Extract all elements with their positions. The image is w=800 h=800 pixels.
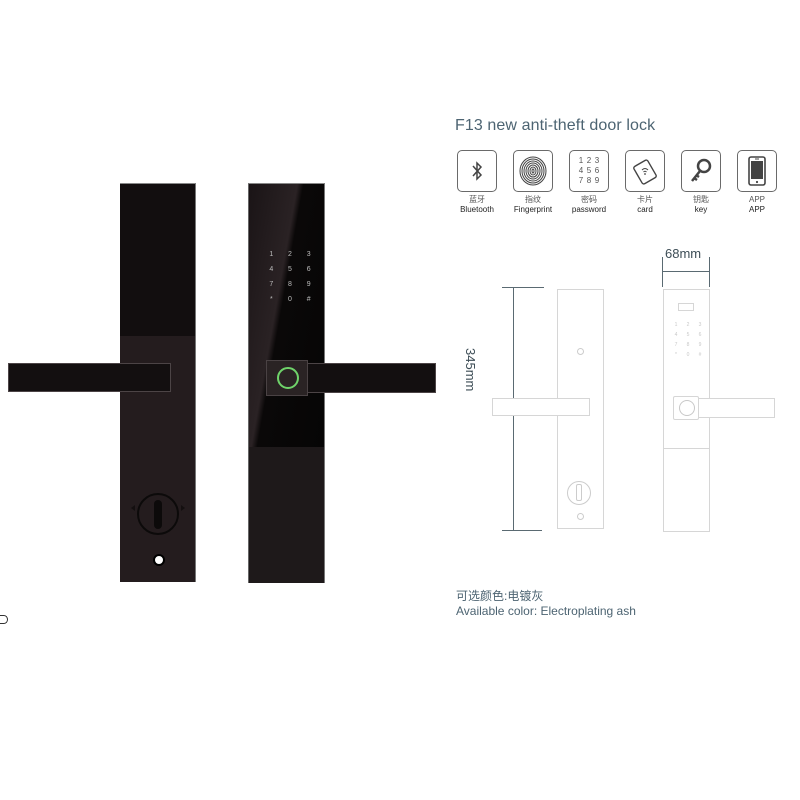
keyhole-icon — [153, 554, 165, 566]
keypad-key: 3 — [306, 251, 311, 258]
back-handle — [8, 363, 171, 392]
back-handle-drawing — [492, 398, 590, 416]
keypad-key: 0 — [288, 296, 292, 303]
feature-password: 1 2 3 4 5 6 7 8 9 密码 password — [567, 150, 611, 215]
card-icon — [625, 150, 665, 192]
knob-arrow-left-icon — [131, 505, 135, 511]
knob-arrow-right-icon — [181, 505, 185, 511]
feature-key: 钥匙 key — [679, 150, 723, 215]
keypad-key: 4 — [269, 266, 274, 273]
back-panel-glass — [120, 184, 195, 336]
key-icon — [681, 150, 721, 192]
dimension-tick-left — [662, 257, 663, 287]
feature-app: APP APP — [735, 150, 779, 215]
phone-icon — [737, 150, 777, 192]
fingerprint-icon — [513, 150, 553, 192]
dimension-tick-right — [709, 257, 710, 287]
keypad-key: 1 — [269, 251, 274, 258]
card-reader-drawing — [678, 303, 694, 311]
touch-keypad: 1 2 3 4 5 6 7 8 9 * 0 # — [262, 251, 318, 303]
feature-bluetooth: 蓝牙 Bluetooth — [455, 150, 499, 215]
panel-divider — [663, 448, 710, 449]
lock-front-panel — [248, 183, 325, 583]
page-title: F13 new anti-theft door lock — [455, 117, 656, 134]
screw-icon — [577, 348, 584, 355]
dimension-tick-top — [502, 287, 544, 288]
height-dimension-label: 345mm — [463, 348, 478, 392]
thumb-turn-bar — [154, 500, 162, 529]
keypad-drawing: 1 2 3 4 5 6 7 8 9 * 0 # — [674, 322, 702, 358]
thumb-turn-bar-drawing — [576, 484, 582, 501]
width-dimension-line — [662, 271, 710, 272]
thumb-turn-drawing — [567, 481, 591, 505]
keypad-key: * — [269, 296, 273, 303]
keypad-key: 5 — [288, 266, 292, 273]
feature-fingerprint: 指纹 Fingerprint — [511, 150, 555, 215]
available-color: 可选颜色:电镀灰 Available color: Electroplating… — [456, 589, 636, 619]
front-panel-glass — [249, 184, 324, 447]
keypad-key: # — [306, 296, 311, 303]
screw-icon — [577, 513, 584, 520]
stray-glyph — [0, 615, 8, 624]
fingerprint-sensor-ring-icon — [277, 367, 299, 389]
keypad-icon: 1 2 3 4 5 6 7 8 9 — [569, 150, 609, 192]
keypad-key: 6 — [306, 266, 311, 273]
width-dimension-label: 68mm — [665, 246, 702, 261]
available-color-en: Available color: Electroplating ash — [456, 604, 636, 618]
keypad-key: 2 — [288, 251, 292, 258]
keypad-key: 8 — [288, 281, 292, 288]
feature-card: 卡片 card — [623, 150, 667, 215]
thumb-turn-knob — [137, 493, 179, 535]
fingerprint-ring-drawing — [679, 400, 695, 416]
keypad-key: 7 — [269, 281, 274, 288]
available-color-cn: 可选颜色:电镀灰 — [456, 589, 544, 603]
dimension-tick-bottom — [502, 530, 542, 531]
keypad-key: 9 — [306, 281, 311, 288]
bluetooth-icon — [457, 150, 497, 192]
